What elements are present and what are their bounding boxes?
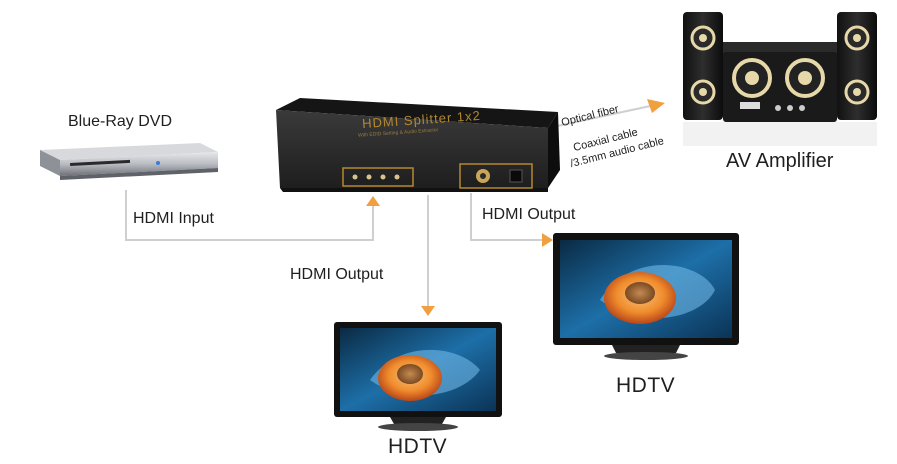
av-amplifier xyxy=(683,12,877,146)
dvd-label: Blue-Ray DVD xyxy=(68,113,173,130)
hdmi-input-line xyxy=(125,190,374,241)
hdtv-right-label: HDTV xyxy=(616,374,676,397)
arrow-to-amplifier xyxy=(647,99,665,113)
connection-lines xyxy=(125,104,656,312)
hdmi-input-label: HDMI Input xyxy=(133,210,214,227)
amplifier-label: AV Amplifier xyxy=(726,150,834,172)
hdmi-output-right-line xyxy=(470,193,545,241)
hdtv-right xyxy=(553,233,739,360)
connection-arrows xyxy=(366,99,665,316)
dvd-player xyxy=(40,143,218,180)
audio-cable-line xyxy=(547,104,656,129)
audio-port-panel xyxy=(459,163,533,189)
hdtv-left xyxy=(334,322,502,431)
arrow-down-left-tv xyxy=(421,306,435,316)
hdmi-output-right-label: HDMI Output xyxy=(482,206,576,223)
arrow-right-tv xyxy=(542,233,553,247)
hdmi-port-panel xyxy=(342,167,414,187)
hdtv-left-label: HDTV xyxy=(388,435,448,458)
hdmi-output-left-label: HDMI Output xyxy=(290,266,384,283)
hdmi-splitter xyxy=(276,98,560,192)
arrow-into-splitter xyxy=(366,196,380,206)
